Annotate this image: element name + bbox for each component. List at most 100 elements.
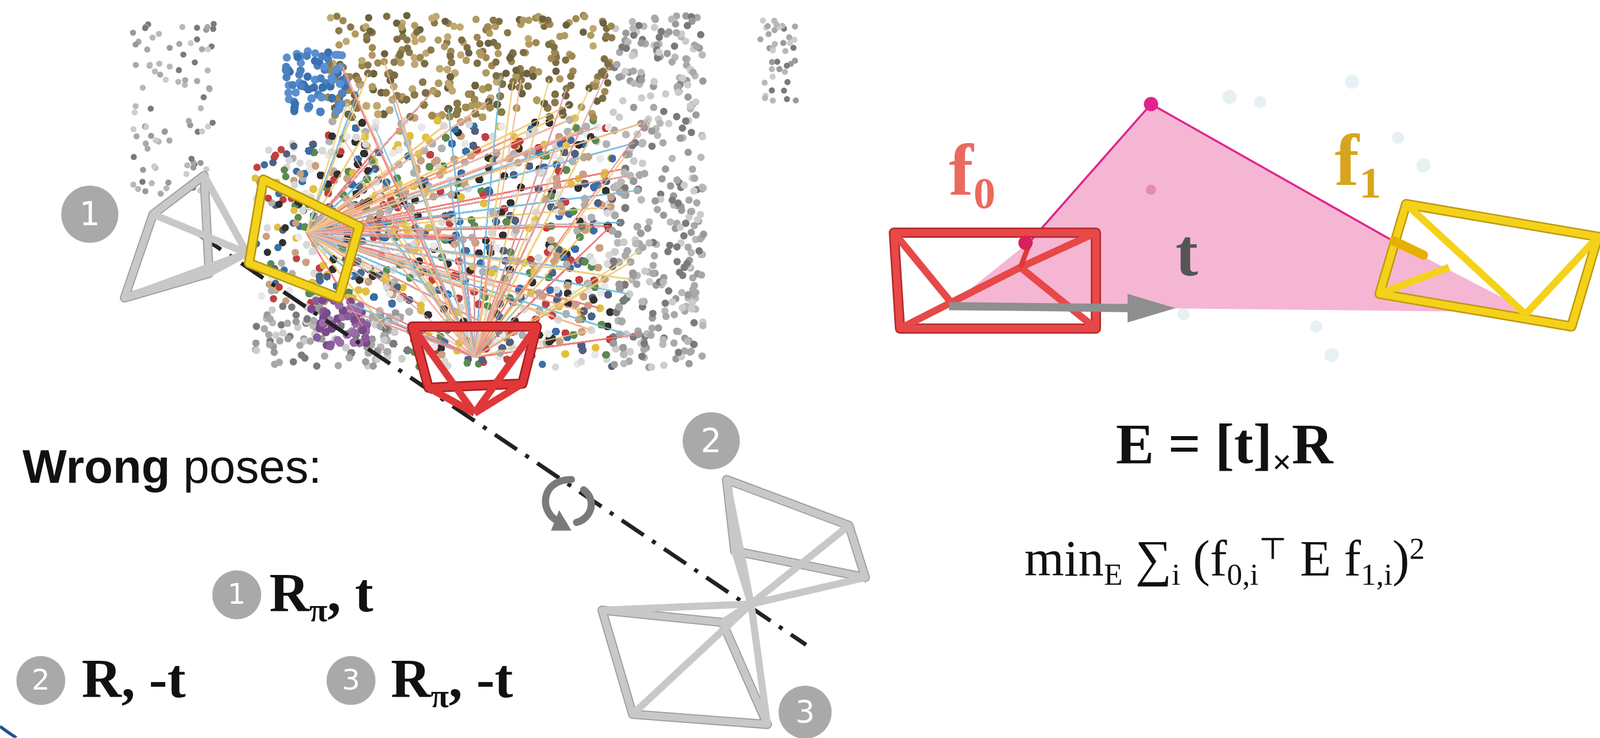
cloud-point	[176, 40, 183, 48]
cloud-point	[690, 319, 698, 327]
cloud-point	[683, 337, 692, 346]
cloud-point	[288, 303, 296, 312]
cloud-point	[649, 103, 658, 112]
cloud-point	[674, 199, 683, 208]
cloud-point	[683, 21, 692, 30]
cloud-point	[570, 150, 579, 158]
cloud-point	[486, 103, 494, 112]
cloud-point	[447, 58, 456, 67]
cloud-point	[608, 227, 616, 235]
cloud-point	[587, 31, 595, 40]
cloud-point	[307, 304, 316, 313]
cloud-point	[157, 71, 164, 78]
cloud-point	[651, 14, 659, 22]
cloud-point	[659, 138, 667, 147]
cloud-point	[440, 42, 449, 51]
cloud-point	[204, 67, 211, 74]
cloud-point	[624, 38, 633, 47]
cloud-point	[647, 363, 656, 372]
cloud-point	[388, 149, 397, 157]
cloud-point	[555, 75, 564, 83]
cloud-point	[435, 79, 443, 88]
cloud-point	[335, 27, 343, 35]
cloud-point	[648, 142, 656, 150]
cloud-point	[577, 357, 585, 366]
cloud-point	[166, 44, 173, 52]
cloud-point	[277, 321, 286, 329]
cloud-point	[553, 286, 561, 294]
cloud-point	[556, 201, 565, 209]
cloud-point	[637, 39, 645, 47]
cloud-point	[630, 31, 638, 40]
cloud-point	[444, 33, 452, 41]
cloud-point	[290, 142, 298, 150]
cloud-point	[680, 232, 688, 240]
cloud-point	[303, 240, 311, 249]
cloud-point	[425, 163, 434, 171]
cloud-point	[768, 66, 775, 73]
cloud-point	[309, 317, 318, 325]
cloud-point	[130, 181, 137, 188]
cloud-point	[368, 43, 377, 52]
cloud-point	[293, 53, 302, 62]
cloud-point	[784, 96, 791, 103]
cloud-point	[769, 58, 776, 66]
cloud-point	[360, 149, 369, 158]
cloud-point	[161, 129, 168, 136]
cloud-point	[690, 187, 698, 195]
cloud-point	[296, 81, 305, 90]
cloud-point	[761, 79, 769, 86]
cloud-point	[545, 76, 554, 84]
cloud-point	[318, 319, 327, 328]
cloud-point	[621, 67, 630, 76]
cloud-point	[663, 49, 672, 58]
cloud-point	[792, 23, 799, 30]
cloud-point	[383, 348, 392, 356]
cloud-point	[292, 219, 300, 228]
cloud-point	[312, 362, 321, 370]
cloud-point	[351, 30, 359, 39]
cloud-point	[610, 360, 619, 369]
cloud-point	[296, 169, 305, 178]
cloud-point	[281, 224, 290, 232]
cloud-point	[638, 243, 647, 252]
cloud-point	[561, 56, 570, 64]
cloud-point	[358, 119, 366, 127]
cloud-point	[512, 66, 520, 75]
cloud-point	[166, 63, 173, 70]
cloud-point	[481, 133, 490, 141]
cloud-point	[764, 23, 771, 30]
cloud-point	[346, 23, 355, 32]
cloud-point	[282, 172, 290, 181]
cloud-point	[496, 92, 505, 101]
cloud-point	[150, 163, 158, 170]
cloud-point	[337, 51, 346, 60]
cloud-point	[595, 244, 604, 252]
cloud-point	[335, 338, 344, 347]
cloud-point	[699, 77, 707, 85]
cloud-point	[163, 184, 170, 192]
cloud-point	[693, 199, 701, 207]
cloud-point	[152, 68, 159, 75]
cloud-point	[591, 82, 600, 90]
cloud-point	[608, 154, 616, 163]
cloud-point	[358, 57, 366, 65]
cloud-point	[623, 247, 632, 255]
cloud-point	[130, 126, 137, 133]
cloud-point	[477, 51, 485, 59]
cloud-point	[144, 46, 151, 54]
cloud-point	[478, 356, 486, 365]
cloud-point	[532, 39, 540, 47]
cloud-point	[386, 106, 394, 115]
cloud-point	[134, 186, 142, 193]
cloud-point	[619, 297, 628, 305]
feature-ray	[305, 232, 456, 236]
cloud-point	[697, 153, 705, 162]
cloud-point	[197, 160, 204, 167]
cloud-point	[263, 224, 271, 232]
cloud-point	[662, 312, 671, 321]
cloud-point	[354, 76, 362, 84]
cloud-point	[638, 138, 647, 147]
cloud-point	[278, 302, 287, 310]
cloud-point	[544, 330, 552, 338]
